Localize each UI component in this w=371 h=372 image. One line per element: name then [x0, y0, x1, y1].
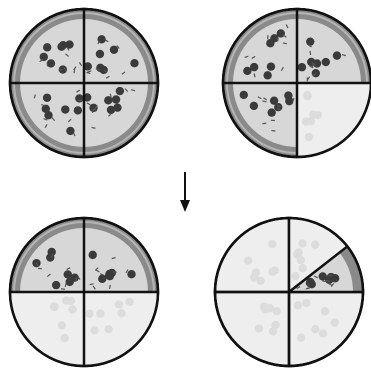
topping	[112, 95, 120, 103]
empty-spot	[62, 296, 70, 304]
topping	[108, 269, 116, 277]
empty-spot	[298, 264, 306, 272]
pizza-bottom-right	[215, 218, 363, 366]
topping	[240, 91, 248, 99]
empty-spot	[117, 309, 125, 317]
empty-spot	[298, 239, 306, 247]
empty-spot	[297, 333, 305, 341]
pizza-top-right	[223, 9, 371, 157]
topping	[130, 59, 138, 67]
empty-spot	[268, 240, 276, 248]
topping	[250, 102, 258, 110]
topping	[263, 71, 271, 79]
topping	[285, 97, 293, 105]
topping	[250, 63, 258, 71]
topping	[46, 253, 54, 261]
topping	[274, 103, 282, 111]
topping	[322, 58, 330, 66]
herb-fleck	[271, 120, 275, 121]
topping	[65, 278, 73, 286]
topping	[266, 39, 274, 47]
empty-spot	[60, 334, 68, 342]
empty-spot	[303, 92, 311, 100]
topping	[110, 46, 118, 54]
empty-spot	[58, 321, 66, 329]
empty-spot	[255, 324, 263, 332]
topping	[74, 106, 82, 114]
herb-fleck	[307, 77, 308, 81]
herb-fleck	[59, 69, 63, 70]
topping	[306, 37, 314, 45]
empty-spot	[90, 326, 98, 334]
empty-spot	[331, 318, 339, 326]
topping	[42, 105, 50, 113]
topping	[267, 108, 275, 116]
empty-spot	[85, 310, 93, 318]
topping	[325, 276, 333, 284]
empty-spot	[314, 111, 322, 119]
topping	[107, 106, 115, 114]
topping	[333, 51, 341, 59]
empty-spot	[302, 299, 310, 307]
slice-full	[20, 19, 84, 83]
topping	[267, 62, 275, 70]
empty-spot	[293, 250, 301, 258]
arrow-down-icon	[180, 172, 190, 212]
empty-spot	[271, 321, 279, 329]
topping	[96, 50, 104, 58]
topping	[89, 251, 97, 259]
topping	[43, 94, 51, 102]
empty-spot	[311, 241, 319, 249]
empty-spot	[311, 325, 319, 333]
topping	[96, 64, 104, 72]
topping	[127, 270, 135, 278]
topping	[298, 63, 306, 71]
empty-spot	[271, 266, 279, 274]
empty-spot	[261, 305, 269, 313]
pizza-top-left	[10, 9, 158, 157]
topping	[116, 87, 124, 95]
empty-spot	[244, 256, 252, 264]
empty-spot	[96, 309, 104, 317]
topping	[43, 43, 51, 51]
topping	[61, 105, 69, 113]
empty-spot	[321, 307, 329, 315]
empty-spot	[68, 305, 76, 313]
empty-spot	[250, 273, 258, 281]
topping	[52, 281, 60, 289]
empty-spot	[319, 329, 327, 337]
herb-fleck	[38, 268, 42, 269]
empty-spot	[294, 301, 302, 309]
slice-full	[84, 228, 148, 292]
topping	[75, 94, 83, 102]
topping	[59, 41, 67, 49]
slice-full	[297, 19, 361, 83]
slice-empty	[216, 292, 289, 365]
empty-spot	[104, 325, 112, 333]
pizza-bottom-left	[10, 218, 158, 366]
empty-spot	[50, 303, 58, 311]
empty-spot	[307, 117, 315, 125]
topping	[40, 53, 48, 61]
empty-spot	[291, 272, 299, 280]
empty-spot	[115, 300, 123, 308]
empty-spot	[125, 298, 133, 306]
empty-spot	[305, 133, 313, 141]
